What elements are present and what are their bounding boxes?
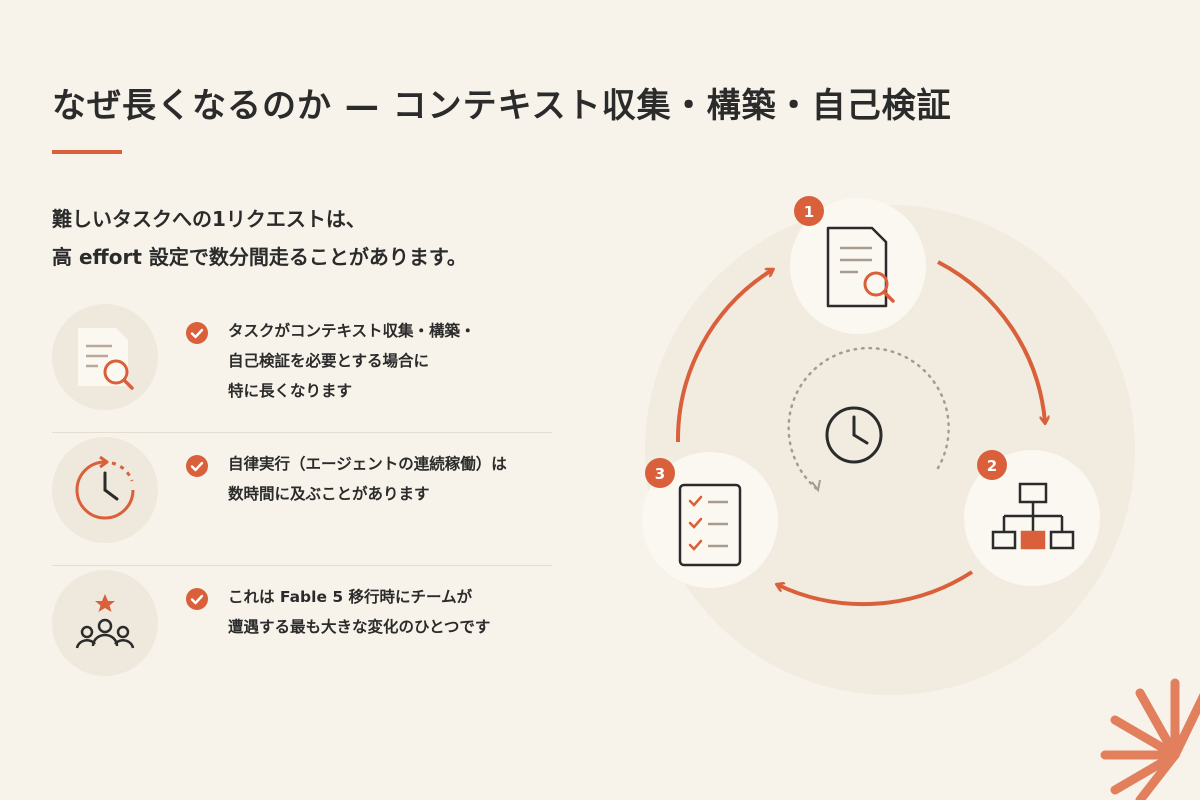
cycle-diagram: 1 2 3 <box>642 196 1135 695</box>
team-star-icon <box>52 570 158 676</box>
item-line: 数時間に及ぶことがあります <box>228 485 430 503</box>
cycle-arrow <box>675 270 772 443</box>
check-icon <box>186 588 208 610</box>
step-number: 1 <box>804 203 814 221</box>
dotted-progress-ring <box>787 346 950 492</box>
step-badge <box>645 458 675 488</box>
item-line: タスクがコンテキスト収集・構築・ <box>228 322 476 340</box>
item-line: 自律実行（エージェントの連続稼働）は <box>228 455 507 473</box>
check-icon <box>186 322 208 344</box>
title-underline <box>52 150 122 154</box>
cycle-step-3: 3 <box>642 452 778 588</box>
item-line: これは Fable 5 移行時にチームが <box>228 588 473 606</box>
checklist-icon <box>678 483 742 567</box>
cycle-step-1: 1 <box>790 196 926 334</box>
list-item: これは Fable 5 移行時にチームが 遭遇する最も大きな変化のひとつです <box>52 566 552 699</box>
cycle-arrow <box>778 570 974 607</box>
hierarchy-icon <box>991 482 1075 550</box>
step-badge <box>794 196 824 226</box>
step-badge <box>977 450 1007 480</box>
item-line: 遭遇する最も大きな変化のひとつです <box>228 618 491 636</box>
item-text: 自律実行（エージェントの連続稼働）は 数時間に及ぶことがあります <box>228 449 507 509</box>
item-text: これは Fable 5 移行時にチームが 遭遇する最も大きな変化のひとつです <box>228 582 490 642</box>
check-icon <box>186 455 208 477</box>
feature-list: タスクがコンテキスト収集・構築・ 自己検証を必要とする場合に 特に長くなります … <box>52 300 552 699</box>
lead-line-1: 難しいタスクへの1リクエストは、 <box>52 207 366 231</box>
dotted-arrowhead <box>811 479 821 493</box>
starburst-decoration <box>1100 678 1200 800</box>
step-number: 3 <box>655 465 665 483</box>
cycle-arrow <box>937 260 1045 422</box>
lead-line-2: 高 effort 設定で数分間走ることがあります。 <box>52 245 467 269</box>
item-line: 自己検証を必要とする場合に <box>228 352 430 370</box>
lead-text: 難しいタスクへの1リクエストは、 高 effort 設定で数分間走ることがありま… <box>52 200 467 276</box>
document-search-icon <box>52 304 158 410</box>
step-number: 2 <box>987 457 997 475</box>
item-text: タスクがコンテキスト収集・構築・ 自己検証を必要とする場合に 特に長くなります <box>228 316 476 406</box>
clock-progress-icon <box>52 437 158 543</box>
document-search-icon <box>826 226 895 308</box>
clock-icon <box>825 406 883 464</box>
item-line: 特に長くなります <box>228 382 353 400</box>
list-item: 自律実行（エージェントの連続稼働）は 数時間に及ぶことがあります <box>52 433 552 566</box>
page-title: なぜ長くなるのか — コンテキスト収集・構築・自己検証 <box>52 86 952 126</box>
list-item: タスクがコンテキスト収集・構築・ 自己検証を必要とする場合に 特に長くなります <box>52 300 552 433</box>
cycle-step-2: 2 <box>964 450 1100 586</box>
